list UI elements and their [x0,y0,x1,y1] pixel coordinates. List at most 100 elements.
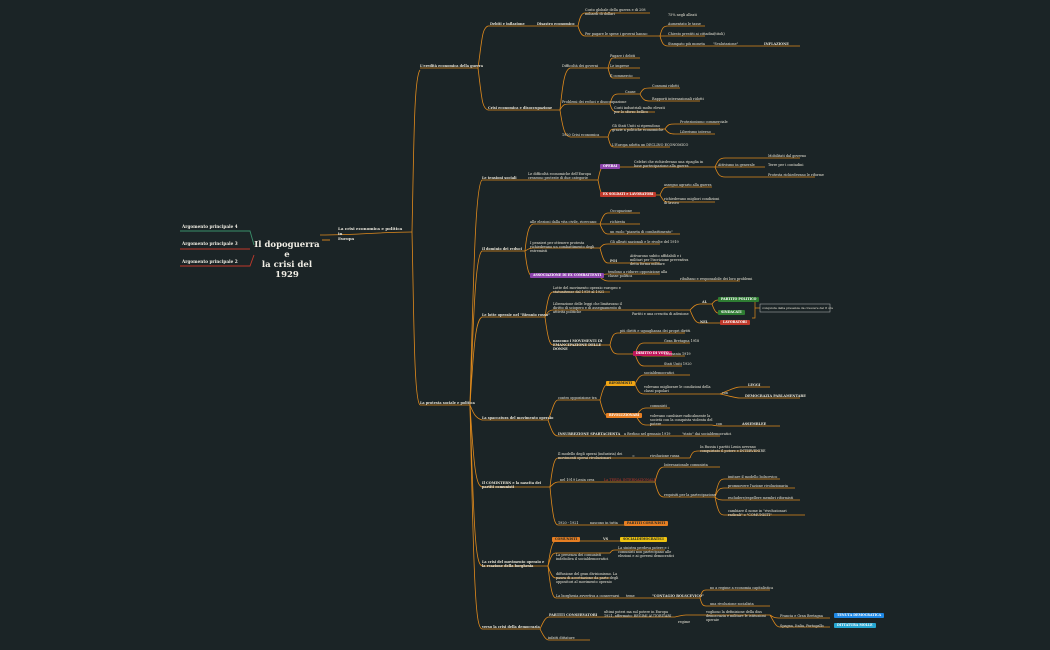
node-insurrezione[interactable]: INSURREZIONE SPARTACHISTA [558,432,621,436]
node-berlino[interactable]: a Berlino nel gennaio 1919 [624,432,671,436]
node-alleati-nazionali[interactable]: Gli alleati nazionali e le rivolte del 1… [610,240,679,244]
node-consumi[interactable]: Consumi ridotti [652,84,679,88]
node-lenin[interactable]: nel 1919 Lenin crea [560,478,595,482]
node-richiesta[interactable]: richiesta [610,220,626,224]
node-usa-ripresa[interactable]: Gli Stati Uniti si riprendono grazie a p… [612,124,664,132]
node-conc-2[interactable]: una rivoluzione socialista [710,602,754,606]
node-debiti[interactable]: Debiti e inflazione [490,22,525,26]
central-topic[interactable]: Il dopoguerra e la crisi del 1929 [252,240,322,280]
tag-riformisti[interactable]: RIFORMISTI [606,381,636,386]
tag-lavoratori[interactable]: LAVORATORI [720,320,750,325]
node-cause[interactable]: Cause [625,90,636,94]
node-uguale[interactable]: = [632,454,635,458]
node-spagna-italia[interactable]: Spagna, Italia, Portogallo [780,624,824,628]
node-crisi-democrazia[interactable]: verso la crisi della democrazia [482,625,540,629]
side-topic-4[interactable]: Argomento principale 4 [182,224,238,229]
tag-partiti-comunisti[interactable]: PARTITI COMUNISTI [624,521,669,526]
node-poi[interactable]: POI [610,259,618,263]
node-terza-internazionale[interactable]: La TERZA INTERNAZIONALE [604,478,657,482]
node-contagio[interactable]: "CONTAGIO BOLSCEVICO" [652,594,704,598]
node-tensioni[interactable]: Le tensioni sociali [482,176,517,180]
main-branch[interactable]: La crisi economica e politica in Europa [338,226,408,241]
node-diffusione[interactable]: diffusione del gran divisionismo. La pau… [556,572,619,584]
node-dominio-reduci[interactable]: Il dominio dei reduci [482,247,522,251]
node-req-1[interactable]: imitare il modello bolscevico [728,475,778,479]
node-liberazione[interactable]: Liberazione delle leggi che limitavano i… [553,302,622,314]
node-borghesia[interactable]: La borghesia avvertiva a conservarsi [556,594,620,598]
tag-socialdemocratici[interactable]: SOCIALDEMOCRATICI [620,537,667,542]
node-svalutazione[interactable]: "Svalutazione" [713,42,739,46]
node-presenza[interactable]: La presenza dei comunisti indeboliva il … [556,553,609,561]
node-problemi[interactable]: Problemi dei reduci e disoccupazione [562,100,627,104]
node-riforme[interactable]: Protesta richiedevano le riforme [768,173,824,177]
node-protezionismo[interactable]: Protezionismo commerciale [680,120,728,124]
node-mobilitati[interactable]: Mobilitati dal governo [768,154,807,158]
tag-sindacati[interactable]: SINDACATI [718,310,745,315]
node-commercio[interactable]: Il commercio [610,74,633,78]
node-internazionale-comunista[interactable]: Internazionale comunista [664,463,708,467]
node-teme[interactable]: teme [626,594,635,598]
node-richiesta-lavoro[interactable]: richiedevano migliori condizioni di lavo… [664,197,720,205]
node-partiti-conservatori[interactable]: PARTITI CONSERVATORI [549,613,598,617]
node-democrazia-parlamentare[interactable]: DEMOCRAZIA PARLAMENTARE [745,394,806,398]
node-francia-gb[interactable]: Francia e Gran Bretagna [780,614,823,618]
node-usa-1920[interactable]: Stati Uniti 1920 [664,362,692,366]
node-pianeta[interactable]: un ruolo "pianeta di combattimento" [610,230,673,234]
node-al[interactable]: AL [702,300,708,304]
node-difficolta-europa[interactable]: Le difficoltà economiche dell'Europa cre… [528,172,591,180]
node-req-2[interactable]: promuovere l'azione rivoluzionaria [728,484,788,488]
node-requisiti[interactable]: requisiti per la partecipazione [664,493,716,497]
node-terre[interactable]: Terre per i contadini [768,163,804,167]
node-assoc-desc[interactable]: tendono a ridurre opposizione alla class… [608,270,668,278]
tag-diritto-voto[interactable]: DIRITTO DI VOTO [633,351,672,356]
node-inflazione[interactable]: INFLAZIONE [764,42,789,46]
node-crisi[interactable]: Crisi economica e disoccupazione [488,106,553,110]
node-leggi[interactable]: LEGGI [748,383,761,387]
node-rif-desc[interactable]: volevano migliorare le condizioni della … [644,385,711,393]
node-disastro[interactable]: Disastro economico [537,22,575,26]
node-russia-desc[interactable]: In Russia i partiti Lenin avevano conqui… [700,445,766,453]
node-conc-1[interactable]: no a regime a economia capitalistica [710,586,774,590]
node-eredita[interactable]: L'eredità economica della guerra [420,64,483,68]
side-topic-3[interactable]: Argomento principale 3 [182,241,238,246]
tag-associazione[interactable]: ASSOCIAZIONE DI EX COMBATTENTI [530,273,605,278]
node-lotte-intro[interactable]: Lotte del movimento operaio europeo e st… [553,286,621,294]
node-biennio-rosso[interactable]: Le lotte operaie nel "Biennio rosso" [482,313,550,317]
node-costo[interactable]: Costo globale della guerra e di 208 mili… [585,8,646,16]
node-occupazione[interactable]: Occupazione [610,209,633,213]
node-emancipazione[interactable]: nascono i MOVIMENTI DI EMANCIPAZIONE DEL… [553,339,603,351]
node-vita-civile[interactable]: alle elezioni dalla vita civile, ricerca… [530,220,598,224]
node-socialdemocratici[interactable]: socialdemocratici [644,371,675,375]
node-europa-declino[interactable]: L'Europa adotta un DECLINO ECONOMICO [612,143,689,147]
node-partiti-crescita[interactable]: Partiti e una crescita di adesione [632,312,689,316]
node-difficolta[interactable]: Difficoltà dei governi [562,64,599,68]
tag-dittatura[interactable]: DITTATURA MOLLE [834,623,876,628]
node-crisi-movimento[interactable]: La crisi del movimento operaio e la reaz… [482,560,545,568]
node-nota-8-ore[interactable]: conquista della presenza da crescere dei… [762,306,833,310]
node-tasse[interactable]: Aumentato le tasse [668,22,701,26]
node-pensieri[interactable]: I pensieri per ottenere protesta richied… [530,241,595,253]
node-spaccatura[interactable]: La spaccatura del movimento operaio [482,416,554,420]
node-nel[interactable]: NEL [700,320,709,324]
node-attivismo[interactable]: Attivismo in generale [718,163,755,167]
node-attivarono[interactable]: Attivarono subito affidabili e i militar… [630,254,689,266]
node-contro[interactable]: contro opposizione tra [558,396,597,400]
node-con-1[interactable]: con [722,391,729,395]
tag-comunisti[interactable]: COMUNISTI [552,537,581,542]
node-imprese[interactable]: Le imprese [610,64,630,68]
node-protesta-sociale[interactable]: La protesta sociale e politica [420,401,475,405]
node-crisi-1920[interactable]: 1920 Crisi economica [562,133,600,137]
node-moneta[interactable]: Stampato più moneta [668,42,705,46]
tag-ex-soldati[interactable]: EX SOLDATI e LAVORATORI [600,192,657,197]
node-infatti[interactable]: infatti dittature [548,636,575,640]
node-germania-1919[interactable]: Germania 1919 [664,352,691,356]
node-operai-desc[interactable]: Celebri che richiedevano una ripaglia in… [634,160,704,168]
node-liberismo[interactable]: Liberismo interno [680,130,711,134]
node-riv-desc[interactable]: volevano cambiare radicalmente la societ… [650,414,713,426]
node-regime[interactable]: regime [678,620,691,624]
node-comunisti[interactable]: comunisti [650,404,667,408]
node-costi[interactable]: Costi industriali molto elevati per lo s… [614,106,665,114]
node-regime-desc[interactable]: vogliono la definizione della diss democ… [706,610,766,622]
node-diritti[interactable]: più diritti e uguaglianza dei propri dir… [620,329,691,333]
